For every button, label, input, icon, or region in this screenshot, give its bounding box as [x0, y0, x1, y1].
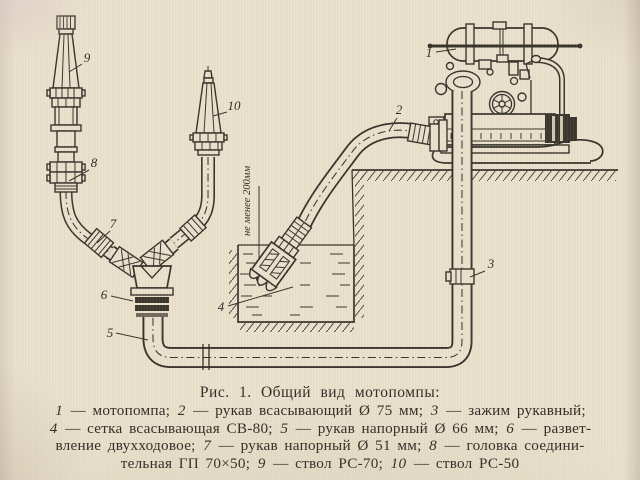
caption-part: — рукав напорный Ø 66 мм; — [289, 419, 506, 437]
caption-part: — рукав всасывающий Ø 75 мм; — [186, 402, 430, 419]
part-label-9: 9 — [84, 50, 91, 65]
caption-part: 6 — [506, 419, 515, 437]
water-ripples — [240, 253, 350, 316]
fuel-tank — [427, 21, 583, 65]
caption-line-1: 1 — мотопомпа; 2 — рукав всасывающий Ø 7… — [10, 402, 630, 420]
part-label-4: 4 — [218, 299, 225, 314]
coupling-head-gp — [46, 161, 86, 193]
pipe-coupling — [202, 344, 210, 370]
caption-part: вление двухходовое; — [55, 437, 203, 455]
caption-part: — развет- — [515, 419, 592, 437]
caption-part: тельная ГП 70×50; — [120, 454, 257, 472]
part-label-7: 7 — [110, 216, 117, 231]
caption-part: — зажим рукавный; — [439, 402, 586, 419]
min-depth-annotation: не менее 200мм — [242, 166, 253, 236]
caption-part: — сетка всасывающая СВ-80; — [58, 419, 280, 437]
caption-part: 1 — [55, 402, 63, 419]
suction-hose — [295, 119, 448, 230]
part-label-2: 2 — [396, 102, 403, 117]
part-label-6: 6 — [101, 287, 108, 302]
part-label-3: 3 — [487, 256, 495, 271]
caption-line-3: вление двухходовое; 7 — рукав напорный Ø… — [10, 437, 630, 455]
ground — [351, 169, 618, 318]
muffler — [545, 114, 570, 143]
caption-part: — рукав напорный Ø 51 мм; — [212, 437, 429, 455]
caption-part: 9 — [257, 454, 266, 472]
pressure-hose-51-left — [59, 190, 116, 260]
figure-caption: Рис. 1. Общий вид мотопомпы: 1 — мотопом… — [10, 383, 630, 472]
part-label-5: 5 — [107, 325, 114, 340]
two-way-branch — [83, 214, 208, 317]
caption-line-2: 4 — сетка всасывающая СВ-80; 5 — рукав н… — [10, 420, 630, 438]
motopump-figure: не менее 200мм — [46, 15, 618, 370]
caption-title: Рис. 1. Общий вид мотопомпы: — [199, 384, 441, 401]
engine-body — [426, 54, 577, 154]
caption-part: 8 — [429, 437, 437, 455]
caption-part: 5 — [280, 419, 289, 437]
water-reservoir — [229, 244, 355, 332]
caption-part: — мотопомпа; — [64, 402, 177, 419]
hose-clamp — [445, 268, 475, 285]
part-label-1: 1 — [426, 45, 433, 60]
motor-pump — [426, 21, 604, 164]
suction-strainer — [249, 216, 313, 292]
caption-part: 10 — [390, 454, 407, 472]
caption-part: — головка соедини- — [438, 437, 585, 455]
caption-part: 4 — [49, 419, 58, 437]
part-label-8: 8 — [91, 155, 98, 170]
pressure-hose-66 — [142, 91, 475, 370]
part-label-10: 10 — [228, 98, 242, 113]
caption-line-4: тельная ГП 70×50; 9 — ствол РС-70; 10 — … — [10, 455, 630, 473]
nozzle-rs70 — [46, 15, 86, 163]
caption-part: 2 — [177, 402, 186, 419]
caption-part: 7 — [203, 437, 212, 455]
nozzle-rs50 — [189, 66, 228, 156]
caption-part: — ствол РС-70; — [266, 454, 390, 472]
caption-part: — ствол РС-50 — [407, 454, 520, 472]
part-labels: 1 2 3 4 5 6 7 8 9 10 — [68, 45, 495, 341]
caption-part: 3 — [430, 402, 439, 419]
